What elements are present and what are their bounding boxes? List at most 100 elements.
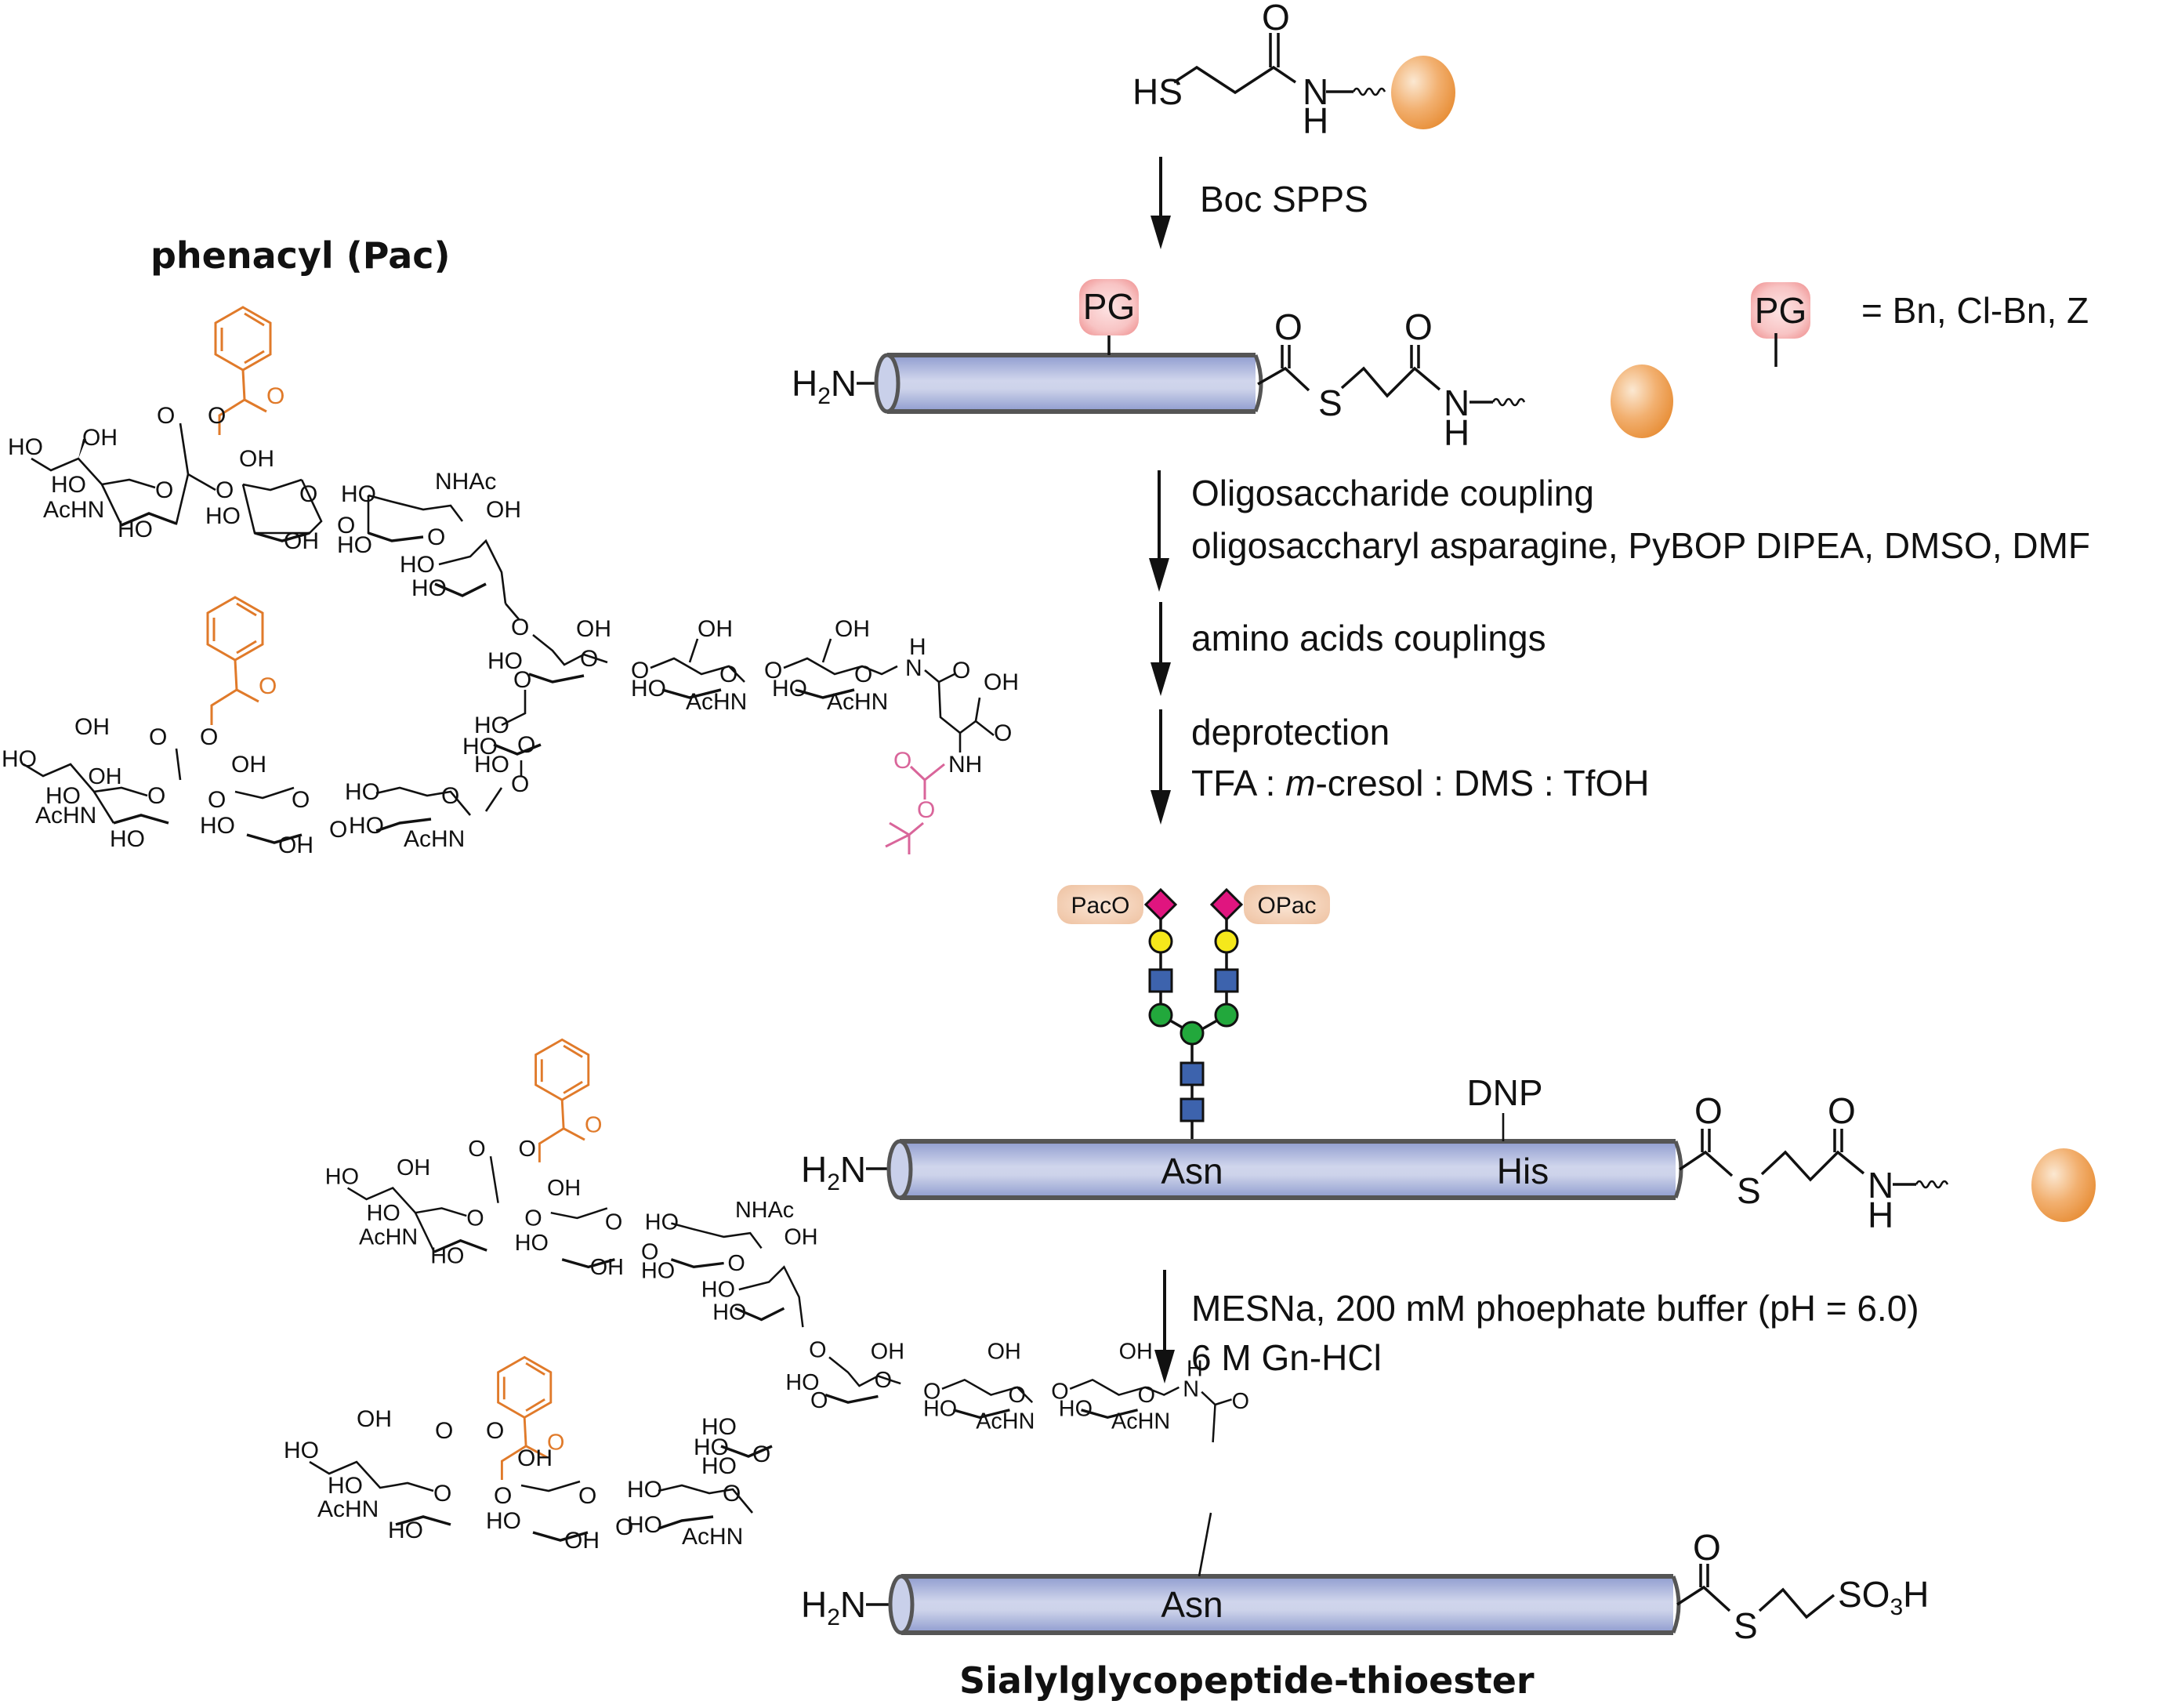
ho-label: HO [701, 1278, 735, 1303]
achn-label: AcHN [359, 1225, 418, 1250]
ho-label: HO [400, 552, 435, 578]
glycosidic-o: O [641, 1240, 658, 1265]
ho-label: HO [462, 734, 498, 760]
achn-label: AcHN [827, 689, 888, 715]
oh-label: OH [486, 497, 521, 523]
oh-label: OH [231, 752, 266, 778]
achn-label: AcHN [976, 1409, 1035, 1434]
amide-h: H [1444, 412, 1469, 453]
glycosidic-o: O [337, 513, 355, 539]
glcnac-core-symbol [1180, 1061, 1205, 1086]
oh-label: OH [576, 616, 611, 642]
ester-o: O [200, 724, 218, 750]
oh-label: OH [1119, 1339, 1153, 1364]
glycosidic-o: O [764, 658, 782, 684]
achn-label: AcHN [682, 1524, 743, 1550]
ester-o: O [519, 1137, 536, 1162]
ester-o: O [435, 1418, 453, 1444]
ho-label: HO [785, 1370, 819, 1395]
pac-glycan-structure-lower: O OH HO HO AcHN HO O O O O OH HO OH O O … [88, 764, 1249, 1481]
thioester-s: S [1318, 383, 1343, 423]
dnp-label: DNP [1466, 1072, 1542, 1113]
glycan-symbol-tree: PacO OPac [1057, 885, 1330, 1140]
oh-label: OH [82, 425, 118, 451]
amide-o: O [1232, 1389, 1249, 1414]
oh-label: OH [987, 1339, 1021, 1364]
ho-label: HO [110, 826, 145, 852]
sulfonate-label: SO3H [1838, 1574, 1929, 1620]
step-arrow-1: Boc SPPS [1151, 157, 1368, 249]
ho-label: HO [474, 713, 509, 738]
ring-o: O [752, 1441, 770, 1467]
acid-o: O [994, 720, 1012, 746]
ho-label: HO [205, 503, 241, 529]
oh-label: OH [239, 446, 274, 472]
ho-label: HO [325, 1165, 359, 1190]
ring-o: O [292, 787, 310, 813]
ring-o: O [427, 524, 445, 550]
oh-label: OH [88, 764, 121, 789]
oh-label: OH [397, 1155, 430, 1180]
oh-label: OH [547, 1176, 581, 1201]
start-material: HS O N H [1132, 0, 1455, 141]
glcnac-symbol [1214, 968, 1239, 993]
resin-bead-icon [2031, 1148, 2096, 1222]
ring-o: O [875, 1368, 892, 1393]
step-4-line-1: deprotection [1191, 712, 1390, 752]
oh-label: OH [357, 1406, 392, 1432]
ho-label: HO [487, 648, 523, 674]
glycosidic-o: O [511, 771, 529, 797]
ring-o: O [147, 783, 165, 809]
nhac-label: NHAc [735, 1198, 794, 1223]
n-terminus-label: H2N [801, 1584, 866, 1630]
protecting-group-box [1079, 279, 1139, 335]
oh-label: OH [784, 1225, 817, 1250]
glcnac-symbol [1148, 968, 1173, 993]
ester-o: O [149, 724, 167, 750]
ho-label: HO [411, 575, 447, 601]
glycosidic-o: O [809, 1338, 826, 1363]
ho-label: HO [641, 1259, 675, 1284]
achn-label: AcHN [317, 1496, 379, 1522]
nh-h: H [909, 634, 926, 660]
amide-n: N [905, 655, 922, 681]
step-5-line-2: 6 M Gn-HCl [1191, 1337, 1382, 1378]
step-arrow-2: Oligosaccharide coupling oligosaccharyl … [1149, 470, 2090, 592]
ring-o: O [1138, 1383, 1155, 1408]
step-arrow-5: MESNa, 200 mM phoephate buffer (pH = 6.0… [1154, 1270, 1919, 1383]
protected-peptide-resin: H2N PG O S O N H [792, 279, 1673, 453]
boc-carbonyl-o: O [893, 748, 911, 774]
n-terminus-label: H2N [801, 1149, 866, 1195]
ester-o: O [486, 1418, 504, 1444]
sialic-acid-symbol [1209, 887, 1244, 922]
thioester-s: S [1737, 1170, 1761, 1211]
ho-label: HO [474, 752, 509, 778]
achn-label: AcHN [35, 803, 96, 829]
carbonyl-o: O [1262, 0, 1290, 38]
phenacyl-group: O [535, 1038, 602, 1162]
glycosidic-o: O [329, 817, 347, 843]
pac-title: phenacyl (Pac) [150, 234, 451, 277]
pg-label: PG [1083, 286, 1135, 327]
amide-n: N [1868, 1165, 1893, 1206]
glycosidic-o: O [216, 477, 234, 503]
ho-label: HO [51, 472, 86, 498]
pac-ketone-o: O [547, 1431, 564, 1456]
oh-label: OH [590, 1255, 624, 1280]
step-3-label: amino acids couplings [1191, 618, 1546, 658]
pac-ketone-o: O [585, 1112, 602, 1137]
ring-o: O [854, 662, 872, 687]
ho-label: HO [341, 481, 376, 507]
ho-label: HO [701, 1453, 737, 1479]
amide-o: O [1828, 1090, 1856, 1131]
glycopeptide-resin: H2N Asn His DNP O S O N H [801, 1072, 2096, 1235]
ring-o: O [719, 662, 737, 687]
ester-o: O [208, 403, 226, 429]
ring-o: O [723, 1481, 741, 1507]
step-arrow-4: deprotection TFA : m-cresol : DMS : TfOH [1151, 709, 1649, 825]
ho-label: HO [328, 1473, 363, 1499]
ho-label: HO [367, 1201, 400, 1226]
boc-ester-o: O [917, 797, 935, 823]
nh-label: NH [948, 752, 982, 778]
